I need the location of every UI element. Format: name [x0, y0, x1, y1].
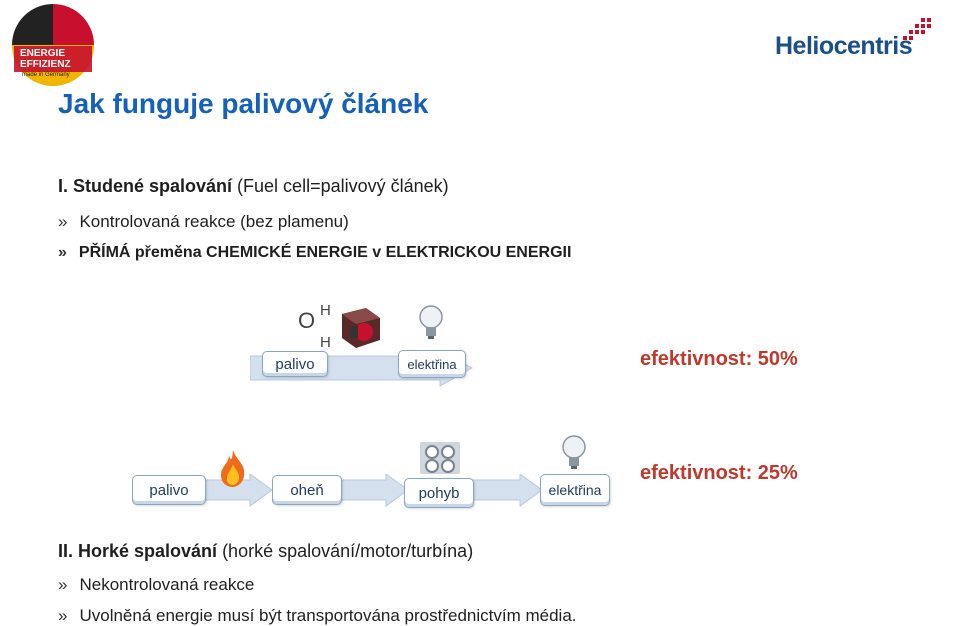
- diagram2-box-elektrina: elektřina: [540, 474, 610, 506]
- diagram2-box-palivo: palivo: [132, 475, 206, 505]
- fuel-cell-icon: [342, 308, 380, 348]
- fire-icon: [221, 450, 245, 487]
- lightbulb-icon: [562, 435, 586, 469]
- section1-heading: I. Studené spalování (Fuel cell=palivový…: [58, 176, 449, 197]
- logo-line1: ENERGIE: [20, 48, 66, 59]
- molecule-h2: H: [320, 334, 331, 351]
- bullet: »: [58, 212, 68, 231]
- section2-heading-suffix: (horké spalování/motor/turbína): [217, 541, 474, 561]
- section2-item-2-text: Uvolněná energie musí být transportována…: [79, 606, 577, 625]
- section2-heading: II. Horké spalování (horké spalování/mot…: [58, 541, 473, 562]
- energie-effizienz-logo: ENERGIE EFFIZIENZ made in Germany: [10, 2, 96, 88]
- logo-line3: made in Germany: [22, 72, 70, 78]
- diagram1-box-palivo: palivo: [262, 351, 328, 377]
- molecule-h1: H: [320, 302, 331, 319]
- heliocentris-logo-text: Heliocentris: [775, 32, 913, 60]
- section2-item-1: » Nekontrolovaná reakce: [58, 575, 254, 595]
- page-title: Jak funguje palivový článek: [58, 88, 429, 119]
- gears-icon: [420, 442, 460, 474]
- diagram2-box-pohyb: pohyb: [404, 478, 474, 508]
- section2-item-2: » Uvolněná energie musí být transportován…: [58, 606, 577, 626]
- logo-line2: EFFIZIENZ: [20, 59, 71, 70]
- section1-item-2-text: PŘÍMÁ přeměna CHEMICKÉ ENERGIE v ELEKTRI…: [78, 244, 572, 261]
- section1-item-2: » PŘÍMÁ přeměna CHEMICKÉ ENERGIE v ELEKTR…: [58, 244, 571, 262]
- logo-dots-icon: [903, 18, 931, 40]
- bullet: »: [58, 244, 67, 261]
- diagram2-box-ohen: oheň: [272, 475, 342, 505]
- diagram2-efficiency: efektivnost: 25%: [640, 462, 798, 484]
- bullet: »: [58, 575, 68, 594]
- section1-item-1: » Kontrolovaná reakce (bez plamenu): [58, 212, 349, 232]
- lightbulb-icon: [419, 305, 443, 339]
- heliocentris-logo: Heliocentris: [775, 18, 935, 63]
- section2-heading-prefix: II. Horké spalování: [58, 541, 218, 561]
- section2-item-1-text: Nekontrolovaná reakce: [79, 575, 255, 594]
- section1-heading-suffix: (Fuel cell=palivový článek): [232, 176, 449, 196]
- section1-item-1-text: Kontrolovaná reakce (bez plamenu): [79, 212, 349, 231]
- diagram1-box-elektrina: elektřina: [398, 350, 466, 378]
- logo-graphic: [12, 4, 94, 86]
- diagram1-efficiency: efektivnost: 50%: [640, 348, 798, 370]
- bullet: »: [58, 606, 68, 625]
- molecule-o: O: [298, 308, 316, 333]
- section1-heading-prefix: I. Studené spalování: [58, 176, 233, 196]
- diagram2-arrows: [201, 474, 543, 507]
